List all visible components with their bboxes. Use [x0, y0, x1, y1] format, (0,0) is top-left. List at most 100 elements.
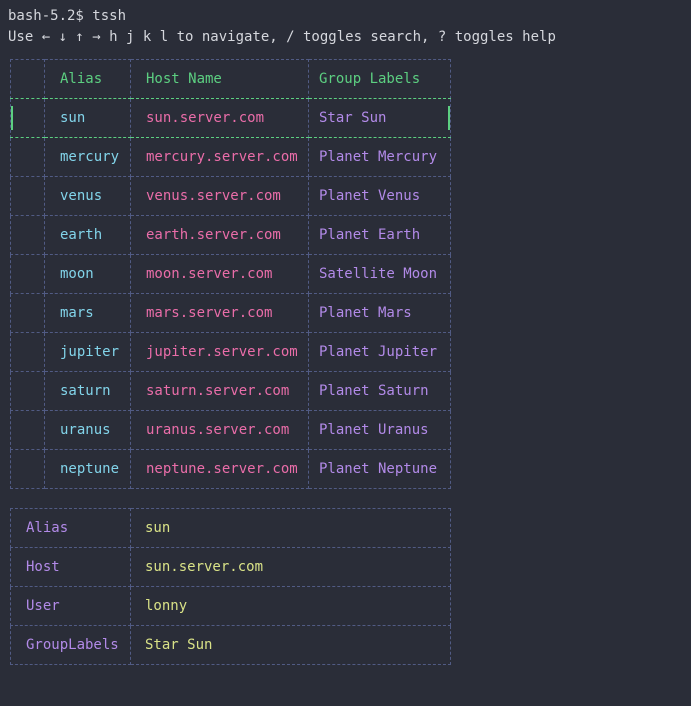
host-row[interactable]: jupiter jupiter.server.com Planet Jupite…: [10, 332, 451, 372]
host-name-cell[interactable]: sun.server.com: [130, 98, 309, 138]
host-row[interactable]: venus venus.server.com Planet Venus: [10, 176, 451, 216]
terminal-help-line: Use ← ↓ ↑ → h j k l to navigate, / toggl…: [8, 29, 556, 45]
host-alias: jupiter: [60, 344, 120, 360]
host-name: mercury.server.com: [146, 149, 298, 165]
group-labels-cell[interactable]: Planet Uranus: [308, 410, 451, 450]
detail-row: Host sun.server.com: [10, 547, 451, 587]
host-row[interactable]: uranus uranus.server.com Planet Uranus: [10, 410, 451, 450]
host-alias-cell[interactable]: moon: [44, 254, 131, 294]
host-alias-cell[interactable]: sun: [44, 98, 131, 138]
host-name: neptune.server.com: [146, 461, 298, 477]
row-select-indicator-cell[interactable]: [10, 332, 45, 372]
host-row[interactable]: sun sun.server.com Star Sun: [10, 98, 451, 138]
group-labels-cell[interactable]: Star Sun: [308, 98, 451, 138]
host-name: uranus.server.com: [146, 422, 290, 438]
group-labels: Planet Jupiter: [319, 344, 438, 360]
host-name-cell[interactable]: jupiter.server.com: [130, 332, 309, 372]
host-alias-cell[interactable]: mars: [44, 293, 131, 333]
group-labels-cell[interactable]: Planet Mercury: [308, 137, 451, 177]
detail-row: Alias sun: [10, 508, 451, 548]
detail-label-cell: Alias: [10, 508, 131, 548]
group-labels-cell[interactable]: Planet Venus: [308, 176, 451, 216]
host-alias-cell[interactable]: uranus: [44, 410, 131, 450]
host-alias-cell[interactable]: earth: [44, 215, 131, 255]
host-alias: neptune: [60, 461, 120, 477]
host-detail-table: Alias sun Host sun.server.com User lonny…: [10, 508, 451, 665]
host-row[interactable]: mercury mercury.server.com Planet Mercur…: [10, 137, 451, 177]
host-name-cell[interactable]: saturn.server.com: [130, 371, 309, 411]
group-labels-cell[interactable]: Planet Mars: [308, 293, 451, 333]
host-select-table: Alias Host Name Group Labels sun sun.ser…: [10, 59, 451, 489]
column-header-alias: Alias: [44, 59, 131, 99]
column-header-host-name: Host Name: [130, 59, 309, 99]
host-alias: moon: [60, 266, 94, 282]
detail-value-cell: lonny: [130, 586, 451, 626]
detail-label-cell: User: [10, 586, 131, 626]
group-labels: Planet Earth: [319, 227, 421, 243]
row-select-indicator-cell[interactable]: [10, 98, 45, 138]
host-alias-cell[interactable]: jupiter: [44, 332, 131, 372]
column-header-indicator: [10, 59, 45, 99]
group-labels: Planet Mercury: [319, 149, 438, 165]
row-select-indicator-cell[interactable]: [10, 449, 45, 489]
host-name-cell[interactable]: earth.server.com: [130, 215, 309, 255]
host-row[interactable]: saturn saturn.server.com Planet Saturn: [10, 371, 451, 411]
host-name-cell[interactable]: uranus.server.com: [130, 410, 309, 450]
group-labels-cell[interactable]: Planet Jupiter: [308, 332, 451, 372]
detail-label-cell: GroupLabels: [10, 625, 131, 665]
detail-label: Host: [26, 559, 60, 575]
row-select-indicator-cell[interactable]: [10, 410, 45, 450]
host-alias-cell[interactable]: saturn: [44, 371, 131, 411]
detail-row: GroupLabels Star Sun: [10, 625, 451, 665]
host-alias: saturn: [60, 383, 111, 399]
host-name-cell[interactable]: neptune.server.com: [130, 449, 309, 489]
row-select-indicator-cell[interactable]: [10, 137, 45, 177]
host-alias-cell[interactable]: neptune: [44, 449, 131, 489]
detail-value-cell: sun.server.com: [130, 547, 451, 587]
group-labels-cell[interactable]: Satellite Moon: [308, 254, 451, 294]
group-labels: Planet Saturn: [319, 383, 429, 399]
detail-value: sun.server.com: [145, 559, 264, 575]
row-select-indicator-cell[interactable]: [10, 215, 45, 255]
row-select-indicator-cell[interactable]: [10, 254, 45, 294]
host-alias: mercury: [60, 149, 120, 165]
detail-label: Alias: [26, 520, 69, 536]
host-alias-cell[interactable]: mercury: [44, 137, 131, 177]
group-labels: Planet Mars: [319, 305, 412, 321]
host-alias: venus: [60, 188, 103, 204]
host-name-cell[interactable]: venus.server.com: [130, 176, 309, 216]
host-name-cell[interactable]: mercury.server.com: [130, 137, 309, 177]
detail-row: User lonny: [10, 586, 451, 626]
host-name: jupiter.server.com: [146, 344, 298, 360]
group-labels-cell[interactable]: Planet Earth: [308, 215, 451, 255]
detail-label: User: [26, 598, 60, 614]
host-name: mars.server.com: [146, 305, 273, 321]
host-name-cell[interactable]: moon.server.com: [130, 254, 309, 294]
row-select-indicator-cell[interactable]: [10, 293, 45, 333]
detail-value-cell: Star Sun: [130, 625, 451, 665]
host-name-cell[interactable]: mars.server.com: [130, 293, 309, 333]
host-name: moon.server.com: [146, 266, 273, 282]
host-alias-cell[interactable]: venus: [44, 176, 131, 216]
host-table-header-row: Alias Host Name Group Labels: [10, 59, 451, 99]
host-row[interactable]: mars mars.server.com Planet Mars: [10, 293, 451, 333]
group-labels-cell[interactable]: Planet Saturn: [308, 371, 451, 411]
terminal-prompt-line: bash-5.2$ tssh: [8, 8, 127, 24]
detail-value: sun: [145, 520, 171, 536]
host-row[interactable]: moon moon.server.com Satellite Moon: [10, 254, 451, 294]
row-select-indicator-cell[interactable]: [10, 371, 45, 411]
group-labels: Planet Uranus: [319, 422, 429, 438]
host-row[interactable]: earth earth.server.com Planet Earth: [10, 215, 451, 255]
row-select-indicator-cell[interactable]: [10, 176, 45, 216]
host-name: saturn.server.com: [146, 383, 290, 399]
group-labels: Planet Venus: [319, 188, 421, 204]
host-alias: earth: [60, 227, 103, 243]
host-name: earth.server.com: [146, 227, 281, 243]
detail-value-cell: sun: [130, 508, 451, 548]
host-row[interactable]: neptune neptune.server.com Planet Neptun…: [10, 449, 451, 489]
host-alias: sun: [60, 110, 86, 126]
detail-value: lonny: [145, 598, 188, 614]
host-alias: mars: [60, 305, 94, 321]
detail-label: GroupLabels: [26, 637, 119, 653]
group-labels-cell[interactable]: Planet Neptune: [308, 449, 451, 489]
